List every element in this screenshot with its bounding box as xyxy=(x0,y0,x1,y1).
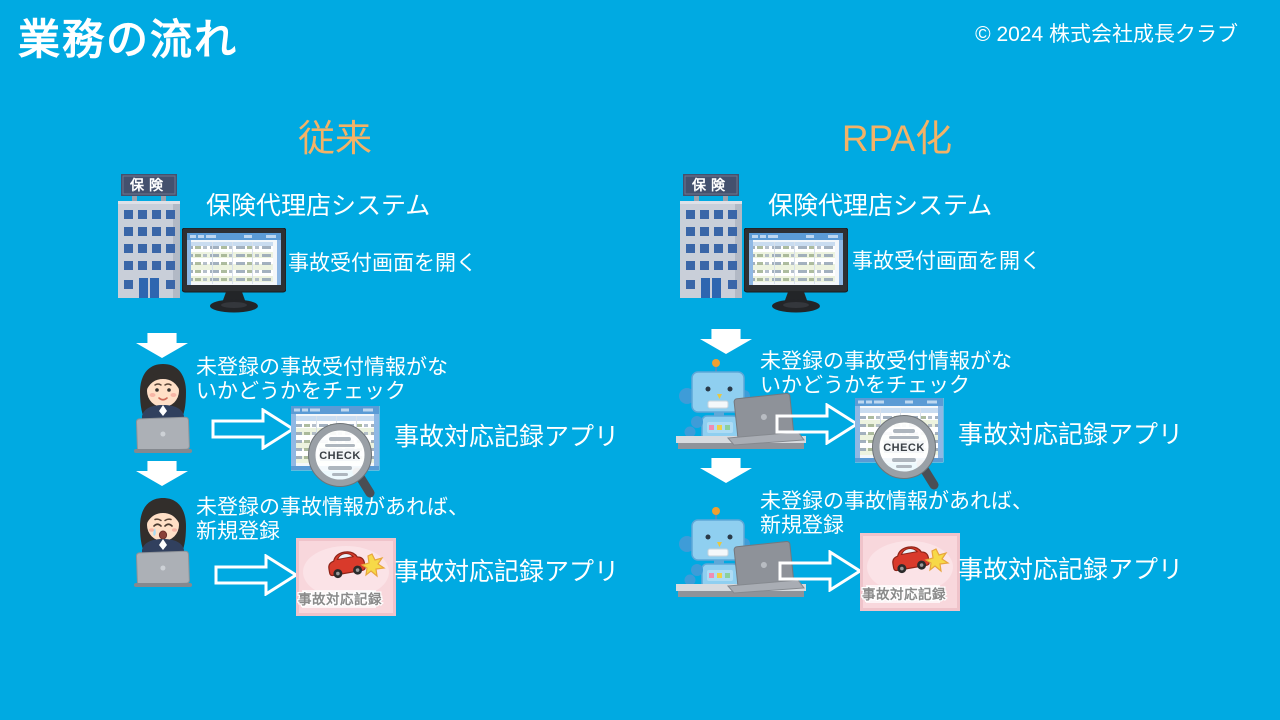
arrow-right-icon xyxy=(214,554,299,596)
arrow-right-icon xyxy=(778,550,863,592)
arrow-down-icon xyxy=(136,333,188,358)
spreadsheet-check-icon: CHECK xyxy=(855,398,944,490)
building-sign-label: 保険 xyxy=(691,177,730,193)
office-worker-sad-icon xyxy=(134,498,192,587)
column-header-traditional: 従来 xyxy=(298,118,372,159)
column-rpa: RPA化 保険 保険代理店システム xyxy=(670,100,1235,685)
building-sign-label: 保険 xyxy=(129,177,168,193)
step-register-line1: 未登録の事故情報があれば、 xyxy=(760,490,1033,513)
step-register-text: 未登録の事故情報があれば、 新規登録 xyxy=(760,490,1033,538)
crashed-car-icon xyxy=(892,546,930,574)
monitor-icon xyxy=(744,228,848,313)
step-check-line1: 未登録の事故受付情報がな xyxy=(760,350,1012,373)
spreadsheet-check-icon: CHECK xyxy=(291,406,380,498)
rpa-robot-icon xyxy=(676,359,806,449)
system-title: 保険代理店システム xyxy=(768,192,993,220)
step-check-line2: いかどうかをチェック xyxy=(760,374,970,397)
app-name-label: 事故対応記録アプリ xyxy=(394,558,620,586)
magnifier-check-label: CHECK xyxy=(319,450,361,462)
accident-app-icon: 事故対応記録 xyxy=(860,533,960,611)
system-title: 保険代理店システム xyxy=(206,192,431,220)
step-register-text: 未登録の事故情報があれば、 新規登録 xyxy=(196,496,469,544)
column-header-rpa: RPA化 xyxy=(841,118,953,159)
app-name-label: 事故対応記録アプリ xyxy=(394,423,620,451)
arrow-right-icon xyxy=(775,403,860,445)
step-register-line2: 新規登録 xyxy=(196,520,280,543)
app-icon-label: 事故対応記録 xyxy=(862,586,946,602)
step-check-text: 未登録の事故受付情報がな いかどうかをチェック xyxy=(760,350,1012,398)
arrow-right-icon xyxy=(211,408,296,450)
page-title: 業務の流れ xyxy=(18,16,239,63)
step-check-line1: 未登録の事故受付情報がな xyxy=(196,356,448,379)
accident-app-icon: 事故対応記録 xyxy=(296,538,396,616)
system-action-label: 事故受付画面を開く xyxy=(852,250,1041,273)
system-action-label: 事故受付画面を開く xyxy=(288,252,477,275)
step-register-line1: 未登録の事故情報があれば、 xyxy=(196,496,469,519)
arrow-down-icon xyxy=(136,461,188,486)
step-check-line2: いかどうかをチェック xyxy=(196,380,406,403)
rpa-robot-icon xyxy=(676,507,806,597)
arrow-down-icon xyxy=(700,329,752,354)
insurance-building-icon: 保険 xyxy=(680,174,742,298)
magnifier-icon: CHECK xyxy=(308,423,375,498)
magnifier-icon: CHECK xyxy=(872,415,939,490)
copyright-text: © 2024 株式会社成長クラブ xyxy=(975,23,1238,46)
step-register-line2: 新規登録 xyxy=(760,514,844,537)
app-name-label: 事故対応記録アプリ xyxy=(958,556,1184,584)
crash-star-icon xyxy=(924,548,950,573)
arrow-down-icon xyxy=(700,458,752,483)
app-name-label: 事故対応記録アプリ xyxy=(958,421,1184,449)
column-traditional: 従来 保険 保険代理店システム xyxy=(108,100,673,685)
office-worker-icon xyxy=(134,364,192,453)
insurance-building-icon: 保険 xyxy=(118,174,180,298)
monitor-icon xyxy=(182,228,286,313)
magnifier-check-label: CHECK xyxy=(883,442,925,454)
step-check-text: 未登録の事故受付情報がな いかどうかをチェック xyxy=(196,356,448,404)
app-icon-label: 事故対応記録 xyxy=(298,591,382,607)
crash-star-icon xyxy=(360,553,386,578)
crashed-car-icon xyxy=(328,551,366,579)
